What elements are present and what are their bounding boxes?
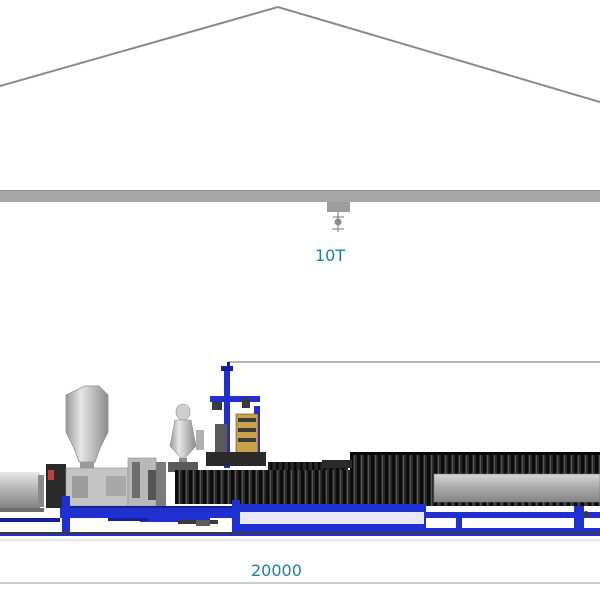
line-length-label: 20000 [251,561,302,580]
hoist [327,202,350,232]
extruder-hopper [65,385,109,469]
cooling-tank [433,473,600,503]
building-roof [0,5,600,103]
blue-base-frame [0,496,600,536]
extruder-body [46,457,166,508]
mould-tower [206,362,266,468]
floor-line [0,539,600,584]
control-details [48,470,589,526]
crane-beam [0,190,600,202]
crane-capacity-label: 10T [315,246,346,265]
mixer-cylinder [0,472,44,512]
co-extruder-hopper [168,403,204,472]
